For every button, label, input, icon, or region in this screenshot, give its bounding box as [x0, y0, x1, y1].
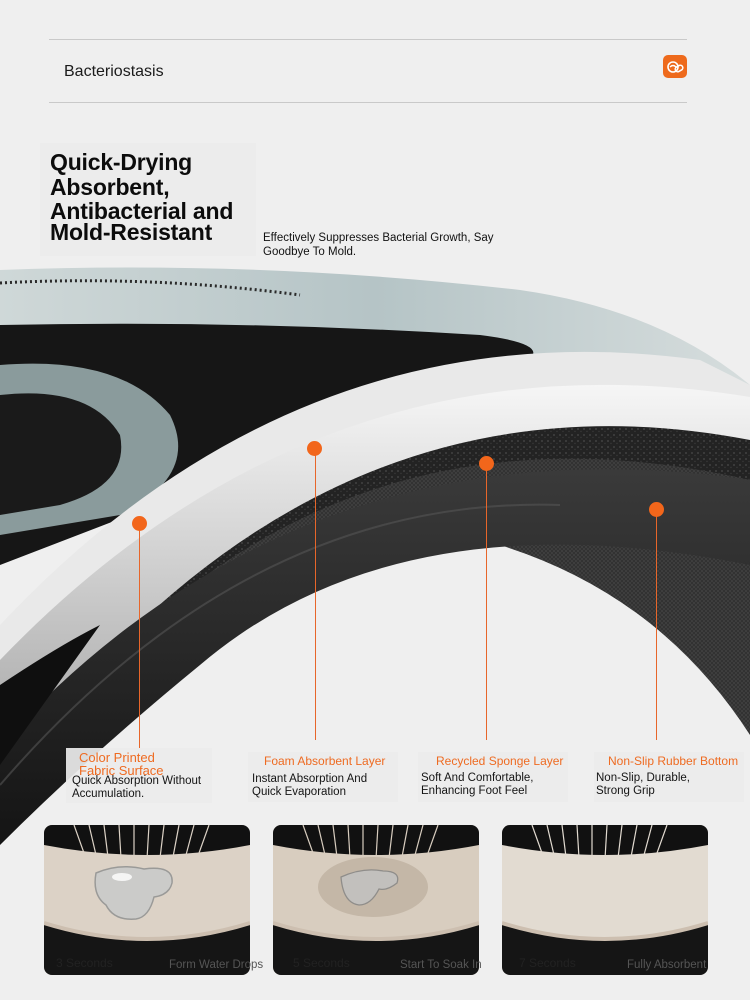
headline-backdrop [40, 143, 256, 256]
stage-caption: Start To Soak In [400, 959, 482, 971]
headline-line: Antibacterial and [50, 198, 234, 224]
layer-desc-fabric-surface: Quick Absorption Without Accumulation. [72, 775, 202, 800]
callout-dot [649, 502, 664, 517]
layer-desc-rubber: Non-Slip, Durable, Strong Grip [596, 772, 690, 797]
header-bottom-rule [49, 102, 687, 103]
layer-label-backdrop [66, 748, 212, 803]
mat-layers-illustration [0, 267, 750, 845]
antibacterial-icon [663, 55, 687, 78]
callout-line [486, 463, 487, 740]
stage-card [273, 825, 479, 975]
subtitle: Effectively Suppresses Bacterial Growth,… [263, 232, 494, 258]
stage-time: 5 Seconds [293, 956, 350, 970]
layer-label-backdrop [418, 752, 568, 802]
headline: Quick-Drying Absorbent, Antibacterial an… [50, 150, 280, 244]
layer-label-backdrop [594, 752, 744, 802]
callout-line [656, 509, 657, 740]
callout-dot [132, 516, 147, 531]
header-top-rule [49, 39, 687, 40]
section-title: Bacteriostasis [64, 63, 164, 80]
callout-line [139, 523, 140, 748]
layer-desc-sponge: Soft And Comfortable, Enhancing Foot Fee… [421, 772, 534, 797]
layer-desc-foam: Instant Absorption And Quick Evaporation [252, 773, 368, 798]
stage-card [502, 825, 708, 975]
layer-title-foam: Foam Absorbent Layer [264, 754, 386, 768]
layer-title-rubber: Non-Slip Rubber Bottom [608, 754, 739, 768]
headline-line: Absorbent, [50, 173, 170, 200]
layer-label-backdrop [248, 752, 398, 802]
headline-line: Mold-Resistant [50, 218, 213, 245]
callout-dot [479, 456, 494, 471]
stage-caption: Form Water Drops [169, 959, 264, 971]
headline-line: Quick-Drying [50, 149, 193, 175]
callout-dot [307, 441, 322, 456]
stage-caption: Fully Absorbent [627, 959, 707, 971]
layer-title-sponge: Recycled Sponge Layer [436, 754, 564, 768]
stage-card [44, 825, 250, 975]
layer-title-fabric-surface: Color Printed Fabric Surface [79, 750, 164, 778]
callout-line [315, 448, 316, 740]
stage-time: 3 Seconds [56, 956, 113, 970]
stage-time: 7 Seconds [519, 956, 576, 970]
